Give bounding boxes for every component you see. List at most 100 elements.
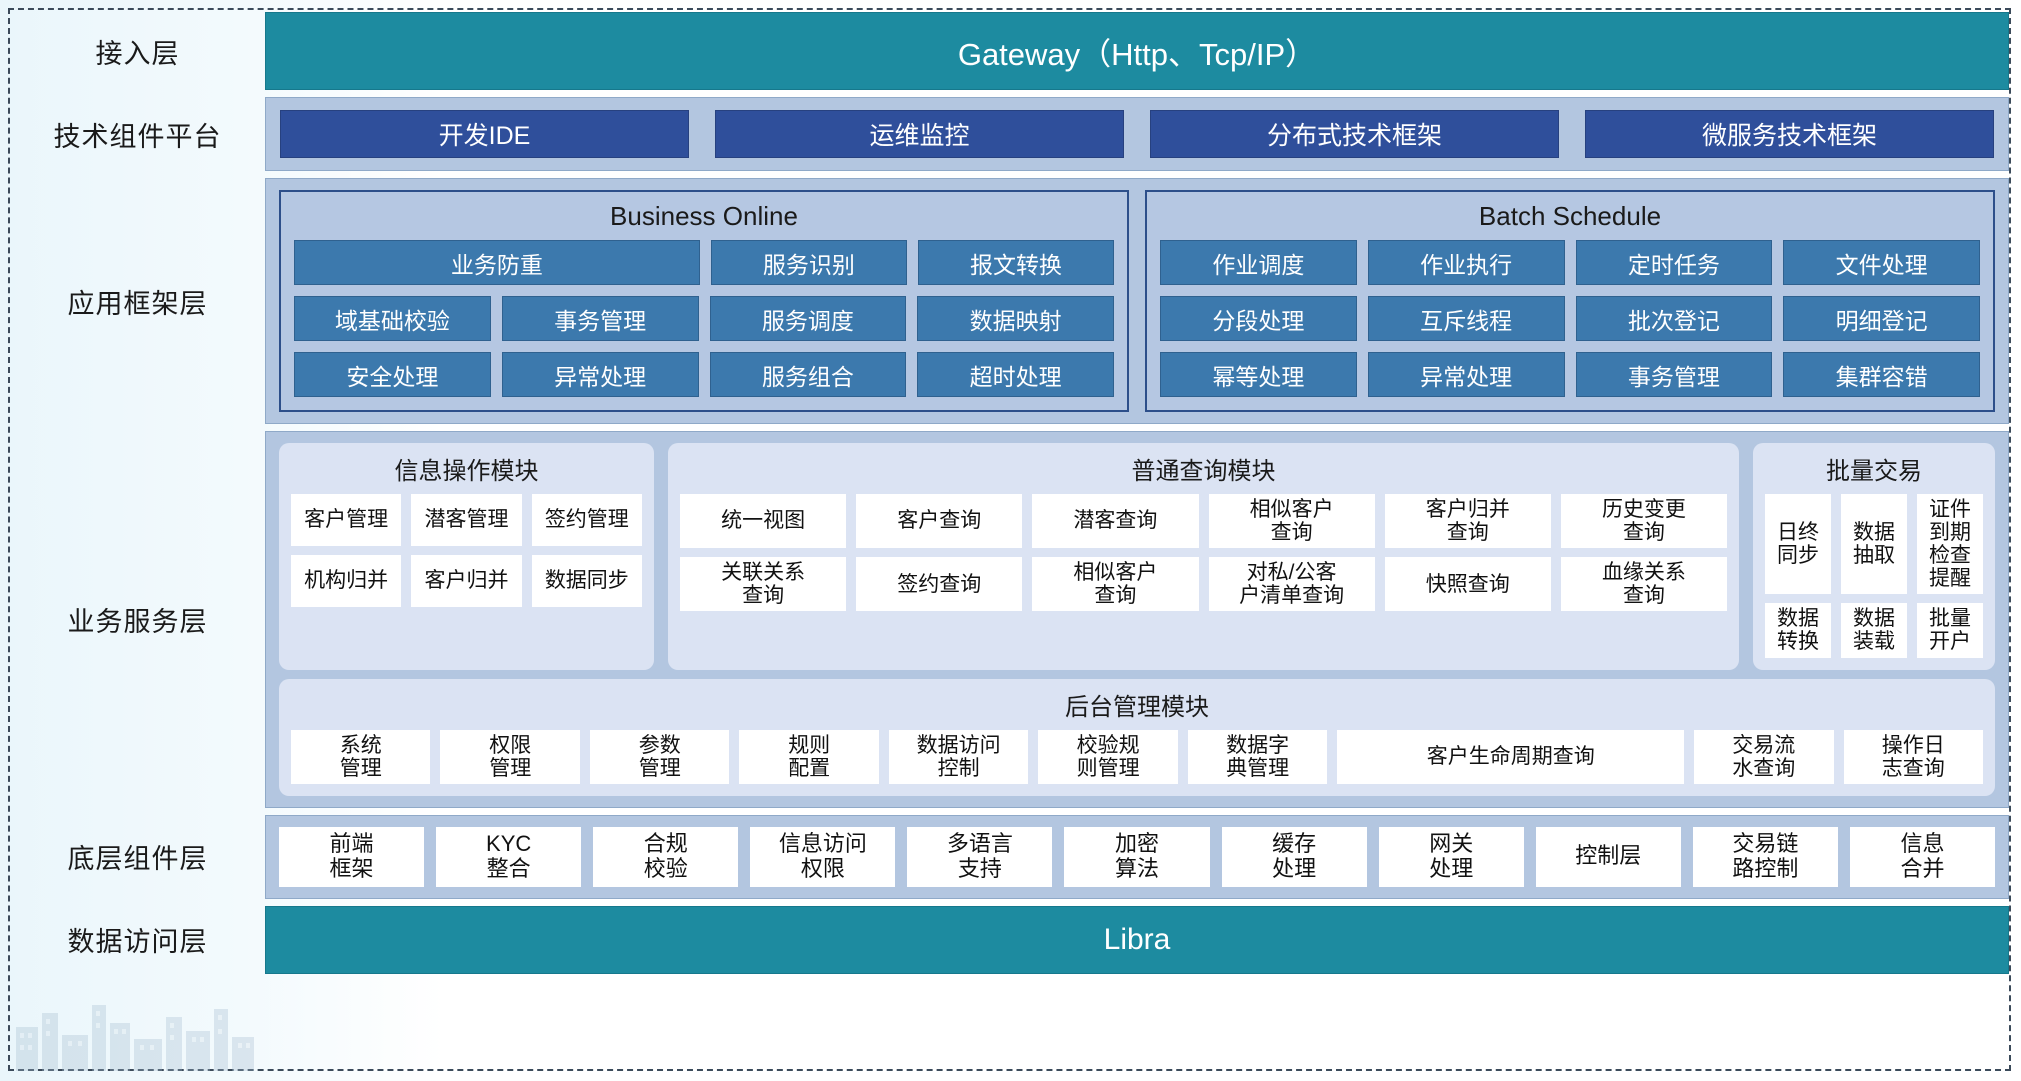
mod-chip-data-extract[interactable]: 数据抽取 [1841,494,1907,595]
bottom-chip-gateway-handling[interactable]: 网关处理 [1378,826,1524,887]
fw-chip-batch-registration[interactable]: 批次登记 [1575,296,1773,341]
layer-body-app-framework: Business Online 业务防重 服务识别 报文转换 域基础校验 事务管… [265,178,2009,424]
tech-platform-panel: 开发IDE 运维监控 分布式技术框架 微服务技术框架 [265,97,2009,171]
mod-chip-customer-query[interactable]: 客户查询 [856,494,1023,549]
bottom-chip-info-merge[interactable]: 信息合并 [1849,826,1996,887]
tech-chip-dev-ide[interactable]: 开发IDE [280,110,689,158]
mod-chip-history-change-query[interactable]: 历史变更查询 [1560,494,1728,549]
libra-bar[interactable]: Libra [265,905,2009,974]
mod-chip-data-dictionary-mgmt[interactable]: 数据字典管理 [1187,729,1328,784]
fw-chip-service-composition[interactable]: 服务组合 [709,352,907,397]
layer-row-data-access: 数据访问层 Libra [10,905,2009,974]
fw-chip-exception-handling[interactable]: 异常处理 [501,352,699,397]
fw-chip-file-handling[interactable]: 文件处理 [1783,240,1980,285]
bottom-chip-transaction-chain-control[interactable]: 交易链路控制 [1692,826,1838,887]
bottom-chip-frontend-framework[interactable]: 前端框架 [279,826,425,887]
fw-chip-transaction-mgmt[interactable]: 事务管理 [501,296,699,341]
mod-chip-customer-merge[interactable]: 客户归并 [411,555,522,607]
fw-chip-segment-processing[interactable]: 分段处理 [1160,296,1357,341]
mod-chip-permission-mgmt[interactable]: 权限管理 [440,729,580,784]
mod-chip-rule-config[interactable]: 规则配置 [739,729,879,784]
fw-chip-service-identify[interactable]: 服务识别 [710,240,907,285]
fw-chip-message-transform[interactable]: 报文转换 [917,240,1115,285]
fw-chip-exception-handling-batch[interactable]: 异常处理 [1367,352,1565,397]
framework-group-title: Batch Schedule [1478,201,1662,231]
mod-chip-contract-mgmt[interactable]: 签约管理 [531,494,642,546]
module-row: 日终同步 数据抽取 证件到期检查提醒 [1765,494,1983,595]
mod-chip-prospect-mgmt[interactable]: 潜客管理 [411,494,522,546]
layer-row-app-framework: 应用框架层 Business Online 业务防重 服务识别 报文转换 [10,178,2009,424]
gateway-bar[interactable]: Gateway（Http、Tcp/IP） [265,12,2009,90]
mod-chip-operation-log-query[interactable]: 操作日志查询 [1843,729,1984,784]
fw-chip-cluster-fault-tolerance[interactable]: 集群容错 [1783,352,1980,397]
mod-chip-data-load[interactable]: 数据装载 [1841,603,1907,658]
mod-chip-private-public-customer-list-query[interactable]: 对私/公客户清单查询 [1208,557,1375,612]
fw-chip-business-dedup[interactable]: 业务防重 [294,240,700,285]
framework-chip-row: 分段处理 互斥线程 批次登记 明细登记 [1160,296,1980,341]
layer-row-access: 接入层 Gateway（Http、Tcp/IP） [10,12,2009,90]
fw-chip-transaction-mgmt-batch[interactable]: 事务管理 [1575,352,1773,397]
fw-chip-service-scheduling[interactable]: 服务调度 [709,296,907,341]
mod-chip-transaction-flow-query[interactable]: 交易流水查询 [1694,729,1834,784]
mod-chip-data-transform[interactable]: 数据转换 [1765,603,1831,658]
fw-chip-mutex-thread[interactable]: 互斥线程 [1367,296,1565,341]
module-row: 系统管理 权限管理 参数管理 规则配置 数据访问控制 校验规则管理 数据字典管理… [291,729,1984,784]
module-rows: 统一视图 客户查询 潜客查询 相似客户查询 客户归并查询 历史变更查询 关联关系… [680,494,1728,612]
mod-chip-customer-lifecycle-query[interactable]: 客户生命周期查询 [1337,729,1685,784]
mod-chip-parameter-mgmt[interactable]: 参数管理 [589,729,730,784]
bottom-chip-multilanguage-support[interactable]: 多语言支持 [907,826,1053,887]
layer-label-app-framework: 应用框架层 [67,288,208,319]
mod-chip-unified-view[interactable]: 统一视图 [680,494,847,549]
module-rows: 日终同步 数据抽取 证件到期检查提醒 数据转换 数据装载 批量开户 [1765,494,1983,658]
fw-chip-security-handling[interactable]: 安全处理 [294,352,491,397]
bottom-chip-cache-handling[interactable]: 缓存处理 [1221,826,1367,887]
mod-chip-data-access-control[interactable]: 数据访问控制 [888,729,1029,784]
mod-chip-relationship-query[interactable]: 关联关系查询 [680,557,847,612]
tech-chip-distributed-framework[interactable]: 分布式技术框架 [1150,110,1559,158]
mod-chip-org-merge[interactable]: 机构归并 [291,555,402,607]
tech-chip-microservice-framework[interactable]: 微服务技术框架 [1585,110,1994,158]
fw-chip-job-execution[interactable]: 作业执行 [1367,240,1565,285]
bottom-chip-compliance-validation[interactable]: 合规校验 [593,826,739,887]
fw-chip-job-scheduling[interactable]: 作业调度 [1160,240,1357,285]
module-title: 批量交易 [1826,458,1922,485]
mod-chip-customer-merge-query[interactable]: 客户归并查询 [1384,494,1551,549]
mod-chip-system-mgmt[interactable]: 系统管理 [291,729,431,784]
layer-body-tech-platform: 开发IDE 运维监控 分布式技术框架 微服务技术框架 [265,97,2009,171]
module-title: 后台管理模块 [1065,693,1209,721]
mod-chip-contract-query[interactable]: 签约查询 [856,557,1023,612]
fw-chip-domain-validation[interactable]: 域基础校验 [294,296,491,341]
fw-chip-timed-task[interactable]: 定时任务 [1575,240,1773,285]
layer-label-business-service: 业务服务层 [67,606,208,637]
mod-chip-data-sync[interactable]: 数据同步 [531,555,642,607]
fw-chip-idempotent-handling[interactable]: 幂等处理 [1160,352,1357,397]
framework-chip-row: 作业调度 作业执行 定时任务 文件处理 [1160,240,1980,285]
mod-chip-snapshot-query[interactable]: 快照查询 [1384,557,1551,612]
mod-chip-kinship-relation-query[interactable]: 血缘关系查询 [1560,557,1728,612]
mod-chip-eod-sync[interactable]: 日终同步 [1765,494,1831,595]
module-row: 数据转换 数据装载 批量开户 [1765,603,1983,658]
tech-chip-ops-monitor[interactable]: 运维监控 [715,110,1124,158]
fw-chip-detail-registration[interactable]: 明细登记 [1783,296,1980,341]
module-row: 统一视图 客户查询 潜客查询 相似客户查询 客户归并查询 历史变更查询 [680,494,1728,549]
bottom-chip-control-layer[interactable]: 控制层 [1535,826,1681,887]
mod-chip-validation-rule-mgmt[interactable]: 校验规则管理 [1038,729,1178,784]
mod-chip-similar-customer-query[interactable]: 相似客户查询 [1208,494,1375,549]
mod-chip-certificate-expiry-reminder[interactable]: 证件到期检查提醒 [1917,494,1983,595]
framework-chip-row: 业务防重 服务识别 报文转换 [294,240,1115,285]
module-rows: 客户管理 潜客管理 签约管理 机构归并 客户归并 数据同步 [291,494,642,607]
module-title: 普通查询模块 [1131,458,1276,485]
bottom-chip-encryption-algorithm[interactable]: 加密算法 [1064,826,1210,887]
mod-chip-similar-customer-query-2[interactable]: 相似客户查询 [1032,557,1199,612]
framework-chip-grid: 作业调度 作业执行 定时任务 文件处理 分段处理 互斥线程 批次登记 明细登记 [1160,240,1980,397]
bottom-chip-info-access-permission[interactable]: 信息访问权限 [750,826,896,887]
mod-chip-batch-account-opening[interactable]: 批量开户 [1917,603,1983,658]
fw-chip-data-mapping[interactable]: 数据映射 [917,296,1114,341]
mod-chip-customer-mgmt[interactable]: 客户管理 [291,494,402,546]
mod-chip-prospect-query[interactable]: 潜客查询 [1032,494,1199,549]
fw-chip-timeout-handling[interactable]: 超时处理 [917,352,1114,397]
layer-body-data-access: Libra [265,905,2009,974]
